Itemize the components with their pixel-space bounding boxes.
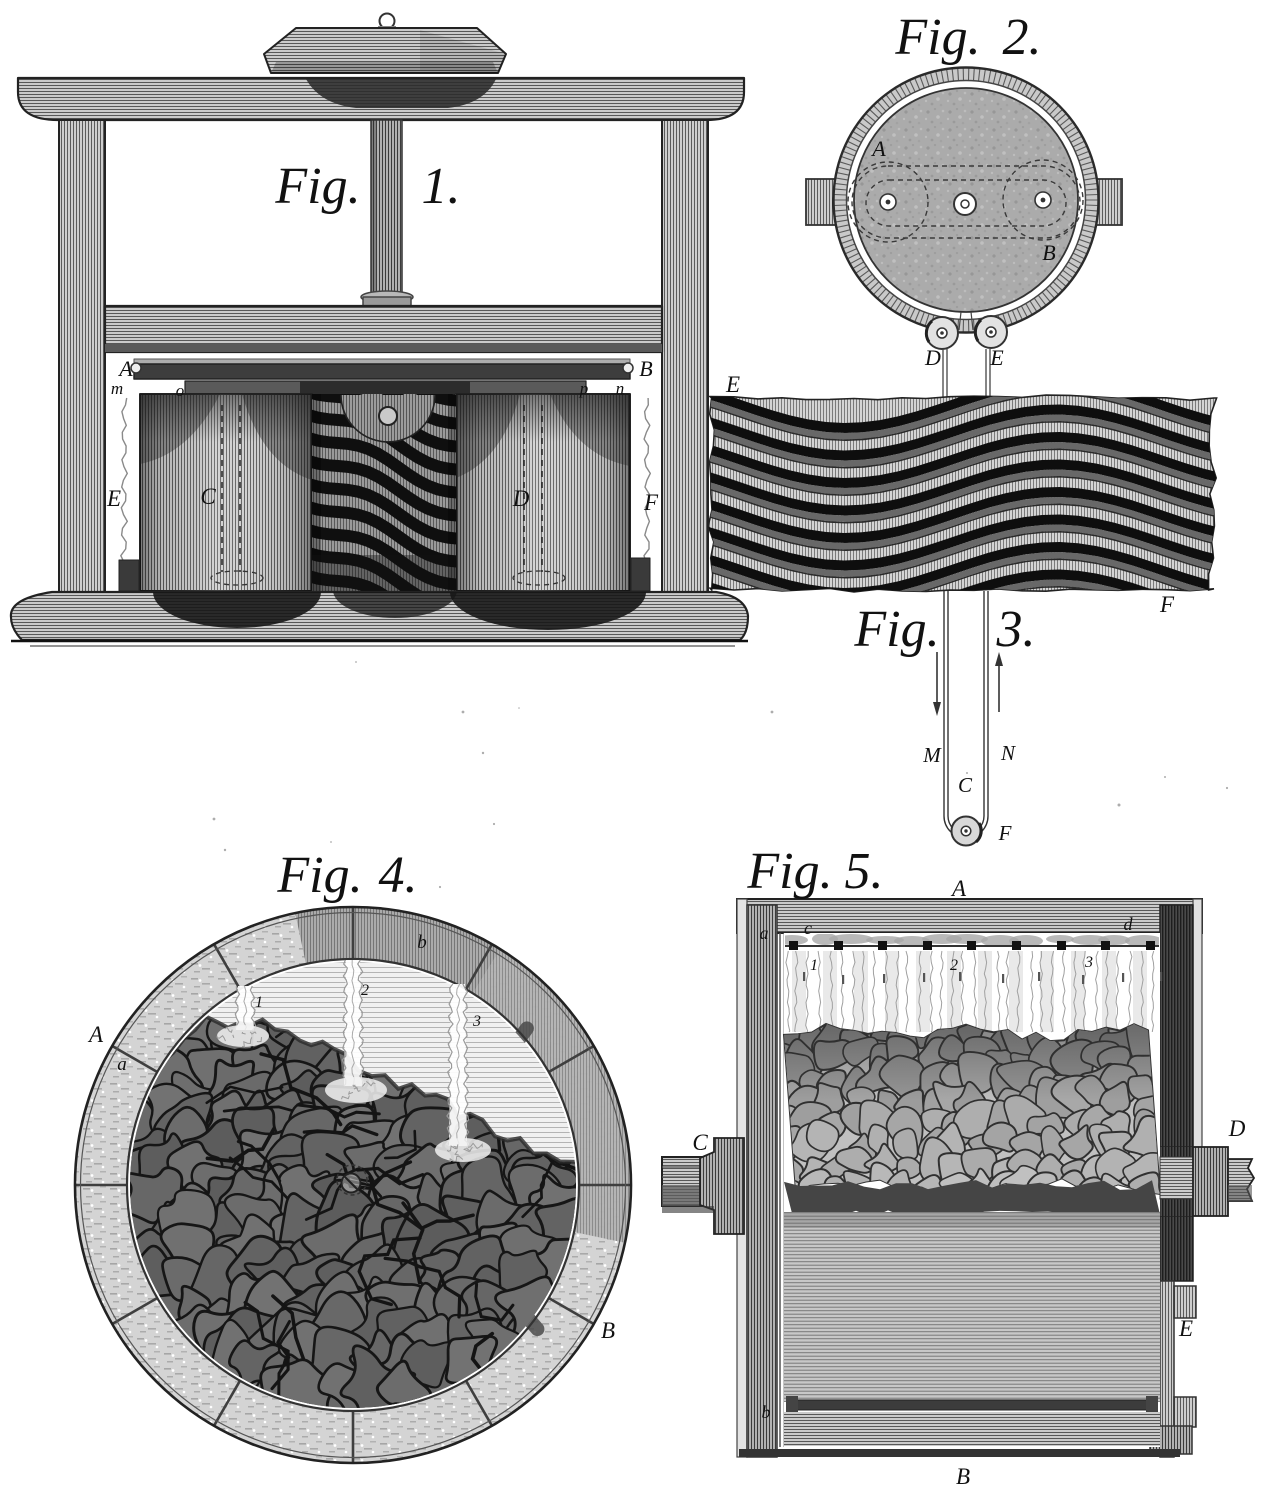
svg-text:C: C: [692, 1130, 708, 1155]
svg-text:C: C: [200, 484, 216, 509]
svg-text:3: 3: [472, 1013, 481, 1030]
svg-text:F: F: [1159, 592, 1175, 617]
svg-text:A: A: [87, 1022, 104, 1047]
svg-text:3: 3: [1084, 954, 1093, 971]
svg-text:3.: 3.: [996, 601, 1036, 658]
svg-text:D: D: [1228, 1116, 1246, 1141]
svg-text:B: B: [1042, 240, 1055, 265]
svg-text:A: A: [950, 876, 967, 901]
svg-text:Fig.: Fig.: [853, 601, 939, 658]
svg-text:1.: 1.: [422, 158, 461, 215]
svg-text:2: 2: [361, 982, 369, 999]
svg-text:b: b: [762, 1402, 771, 1422]
svg-text:F: F: [998, 821, 1012, 845]
svg-text:Fig.: Fig.: [276, 847, 362, 904]
svg-text:a: a: [117, 1054, 127, 1075]
svg-text:D: D: [924, 345, 941, 370]
svg-text:1: 1: [255, 994, 263, 1011]
svg-text:E: E: [989, 345, 1004, 370]
svg-text:b: b: [417, 932, 427, 953]
svg-text:2: 2: [950, 957, 958, 974]
svg-text:B: B: [639, 356, 652, 381]
svg-text:c: c: [804, 918, 812, 938]
svg-text:4.: 4.: [379, 847, 418, 904]
svg-text:B: B: [956, 1464, 970, 1489]
svg-text:m: m: [111, 379, 123, 398]
svg-text:M: M: [922, 743, 942, 767]
svg-text:D: D: [512, 486, 530, 511]
svg-text:p: p: [579, 379, 589, 398]
svg-text:C: C: [958, 773, 973, 797]
svg-text:Fig.: Fig.: [274, 158, 360, 215]
svg-text:F: F: [643, 490, 659, 515]
svg-text:d: d: [1124, 914, 1134, 934]
svg-text:n: n: [616, 379, 625, 398]
svg-text:Fig.: Fig.: [746, 843, 832, 900]
svg-text:A: A: [117, 356, 133, 381]
svg-text:2.: 2.: [1003, 9, 1042, 66]
svg-text:a: a: [760, 923, 769, 943]
svg-text:E: E: [1178, 1316, 1193, 1341]
svg-text:B: B: [601, 1318, 615, 1343]
svg-text:1: 1: [810, 957, 818, 974]
svg-text:N: N: [1000, 741, 1016, 765]
svg-text:o: o: [176, 381, 185, 400]
svg-text:5.: 5.: [845, 843, 884, 900]
svg-text:E: E: [725, 372, 740, 397]
svg-text:Fig.: Fig.: [894, 9, 980, 66]
svg-text:A: A: [870, 136, 886, 161]
svg-text:E: E: [106, 486, 121, 511]
